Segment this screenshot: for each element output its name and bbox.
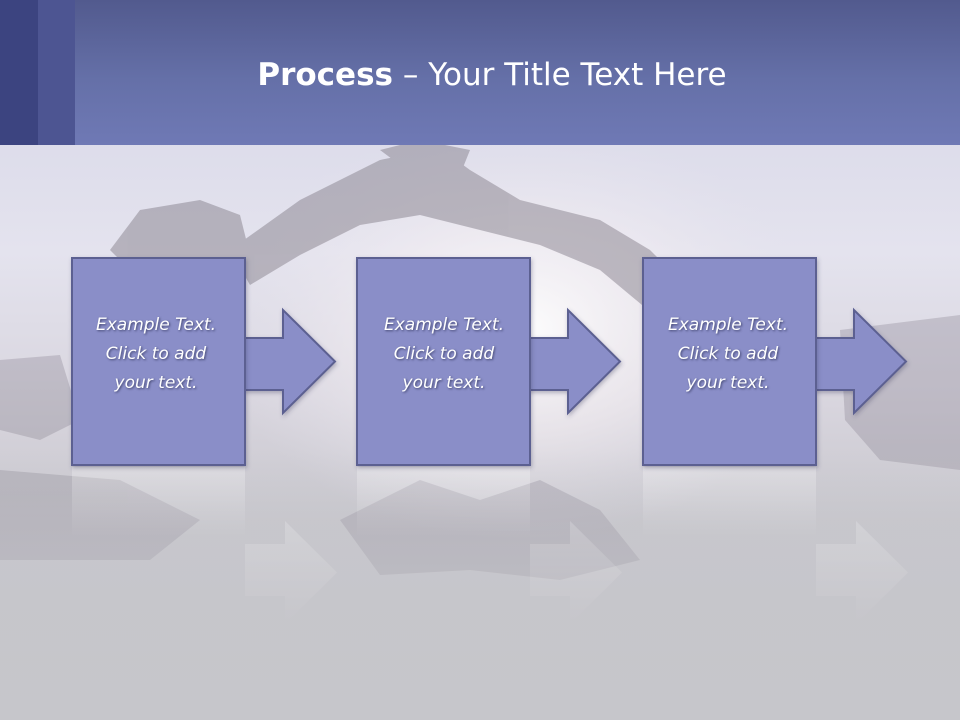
step-reflections [72,467,908,624]
title-accent-stripe-mid [38,0,75,145]
step-boxes [71,257,817,466]
step-2-line-3: your text. [402,373,486,393]
step-2-arrow-reflection [530,521,622,624]
slide-title-strong: Process [257,57,393,93]
title-accent-stripe-dark [0,0,38,145]
title-bar: Process – Your Title Text Here [0,0,960,145]
step-1-line-3: your text. [114,373,198,393]
slide-title-rest: – Your Title Text Here [393,57,727,93]
step-3-box [642,257,817,466]
step-3-line-3: your text. [686,373,770,393]
step-1-line-1: Example Text. [95,315,217,335]
step-2-box [356,257,531,466]
step-1-arrow-reflection [245,521,337,624]
step-1-box [71,257,246,466]
step-3-arrow [813,307,908,416]
step-2-box-reflection [357,467,530,537]
step-2-text[interactable]: Example Text. Click to add your text. [358,311,530,398]
step-2-line-1: Example Text. [383,315,505,335]
step-3-arrow-reflection [816,521,908,624]
step-3-line-2: Click to add [677,344,779,364]
step-3-text[interactable]: Example Text. Click to add your text. [642,311,814,398]
step-arrows [242,307,908,416]
step-1-line-2: Click to add [105,344,207,364]
step-1-text[interactable]: Example Text. Click to add your text. [70,311,242,398]
step-1-arrow [242,307,337,416]
step-2-arrow [527,307,622,416]
step-1-box-reflection [72,467,245,537]
step-2-line-2: Click to add [393,344,495,364]
slide-title[interactable]: Process – Your Title Text Here [0,53,960,97]
step-3-box-reflection [643,467,816,537]
step-3-line-1: Example Text. [667,315,789,335]
